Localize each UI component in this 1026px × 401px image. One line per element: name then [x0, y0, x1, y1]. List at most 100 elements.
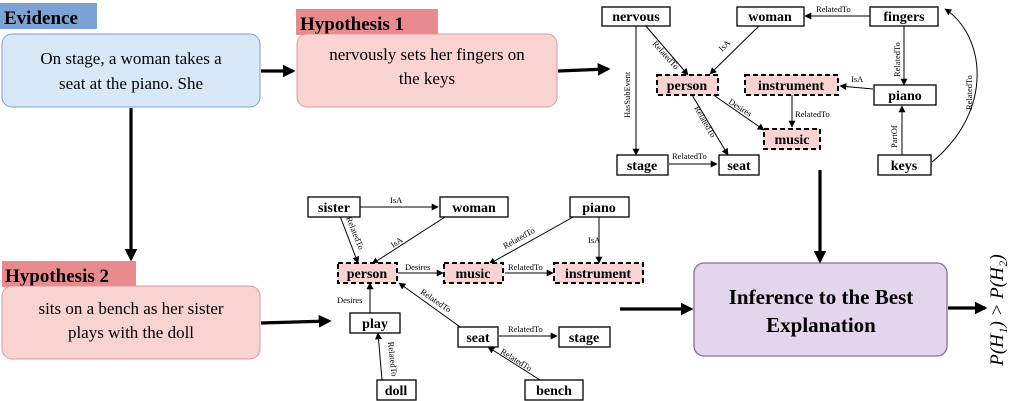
g2-edge-label: IsA — [389, 234, 405, 250]
evidence-text-line2: seat at the piano. She — [59, 74, 203, 93]
inference-box — [693, 262, 948, 357]
result-formula: P(H₁) > P(H₂) — [987, 254, 1008, 367]
evidence-panel: Evidence On stage, a woman takes a seat … — [0, 3, 261, 108]
g1-node-label: piano — [888, 89, 921, 104]
flow-arrows — [124, 63, 988, 328]
g2-node-person: person — [337, 262, 398, 284]
g1-node-person: person — [656, 74, 719, 96]
g1-node-label: seat — [727, 159, 751, 174]
g2-node-music: music — [443, 262, 504, 284]
g2-edge-label: RelatedTo — [508, 324, 543, 334]
g2-edge-label: RelatedTo — [344, 215, 366, 251]
graph2-edges: IsA RelatedTo IsA RelatedTo IsA Desires … — [337, 195, 603, 381]
g2-node-doll: doll — [376, 379, 417, 401]
evidence-text-line1: On stage, a woman takes a — [40, 49, 222, 68]
g1-node-piano: piano — [873, 84, 937, 106]
hypothesis1-heading-bg — [296, 9, 438, 35]
g2-edge-label: RelatedTo — [508, 262, 543, 272]
g1-edge-person-music — [711, 93, 765, 131]
g1-edge-piano-instrument — [839, 83, 874, 91]
g2-edge-sister-person — [339, 215, 360, 264]
g1-node-seat: seat — [718, 154, 760, 176]
g1-edge-nervous-person — [644, 24, 689, 76]
g2-node-label: music — [456, 267, 491, 282]
g1-edge-label: HasSubEvent — [622, 71, 632, 118]
g1-edge-woman-person — [709, 24, 761, 75]
g2-node-stage: stage — [558, 326, 611, 348]
g2-node-bench: bench — [524, 379, 584, 401]
g2-edge-woman-person — [371, 216, 446, 265]
inference-line2: Explanation — [766, 313, 876, 337]
g1-edge-label: RelatedTo — [692, 104, 718, 139]
g2-node-label: doll — [385, 384, 408, 399]
g2-edge-doll-play — [375, 332, 383, 381]
g1-node-stage: stage — [616, 154, 669, 176]
g2-node-label: bench — [536, 384, 572, 399]
g1-edge-label: RelatedTo — [816, 4, 851, 14]
hypothesis2-heading-bg — [2, 261, 136, 287]
g2-edge-piano-music — [488, 215, 576, 265]
g1-edge-label: RelatedTo — [651, 39, 682, 72]
g2-node-instrument: instrument — [553, 262, 644, 284]
g2-edge-label: Desires — [405, 262, 431, 272]
g1-node-label: nervous — [612, 10, 660, 25]
g2-node-label: woman — [452, 201, 496, 216]
g1-edge-label: PartOf — [889, 125, 899, 148]
g2-node-label: sister — [318, 201, 350, 216]
inference-line1: Inference to the Best — [729, 285, 913, 309]
g1-node-keys: keys — [877, 154, 932, 176]
hypothesis1-heading: Hypothesis 1 — [300, 14, 404, 35]
hypothesis1-text-line1: nervously sets her fingers on — [329, 45, 525, 64]
g2-node-seat: seat — [457, 326, 499, 348]
g2-node-woman: woman — [439, 196, 509, 218]
g1-edge-label: RelatedTo — [672, 151, 707, 161]
g2-edge-label: Desires — [337, 295, 363, 305]
g2-edge-label: RelatedTo — [499, 346, 534, 373]
g2-edge-bench-seat — [487, 346, 541, 381]
g2-edge-label: IsA — [390, 195, 403, 205]
evidence-heading: Evidence — [4, 8, 78, 29]
hypothesis2-panel: Hypothesis 2 sits on a bench as her sist… — [1, 261, 261, 360]
g1-node-music: music — [763, 128, 821, 150]
g2-node-play: play — [349, 312, 401, 334]
hypothesis2-heading: Hypothesis 2 — [5, 266, 109, 287]
g1-node-fingers: fingers — [869, 6, 939, 27]
g1-node-instrument: instrument — [744, 74, 839, 96]
g1-edge-label: IsA — [851, 74, 864, 84]
g2-edge-seat-person — [398, 282, 464, 330]
g2-node-label: piano — [582, 201, 615, 216]
g2-node-label: person — [347, 267, 388, 282]
evidence-box — [1, 33, 261, 108]
g2-node-label: stage — [569, 331, 599, 346]
g1-edge-label: RelatedTo — [795, 109, 830, 119]
g2-edge-label: IsA — [588, 235, 601, 245]
inference-panel: Inference to the Best Explanation — [693, 262, 948, 357]
g1-node-label: person — [667, 79, 708, 94]
g1-node-label: instrument — [758, 79, 824, 94]
g1-node-label: stage — [627, 159, 657, 174]
hypothesis1-panel: Hypothesis 1 nervously sets her fingers … — [296, 9, 558, 108]
g1-edge-keys-fingers — [931, 8, 978, 163]
hypothesis2-text-line2: plays with the doll — [68, 323, 194, 342]
g2-node-label: instrument — [565, 267, 631, 282]
graph2-nodes: sister woman piano person music instrume… — [307, 196, 644, 401]
g1-node-label: music — [775, 133, 810, 148]
hypothesis1-box — [296, 33, 558, 108]
evidence-heading-bg — [0, 3, 97, 29]
hypothesis2-box — [1, 285, 261, 360]
g1-node-nervous: nervous — [601, 6, 671, 27]
g2-node-label: seat — [466, 331, 490, 346]
g2-node-sister: sister — [307, 196, 361, 218]
hypothesis2-text-line1: sits on a bench as her sister — [38, 299, 223, 318]
hypothesis1-text-line2: the keys — [399, 69, 455, 88]
g1-node-woman: woman — [736, 6, 805, 27]
arrow-h1-to-graph1 — [557, 63, 611, 76]
g2-node-label: play — [362, 317, 388, 332]
g2-node-piano: piano — [569, 196, 630, 218]
arrow-h2-to-graph2 — [260, 314, 332, 328]
g2-edge-label: RelatedTo — [386, 341, 400, 377]
g1-edge-person-seat — [691, 94, 729, 156]
g1-node-label: keys — [891, 159, 918, 174]
